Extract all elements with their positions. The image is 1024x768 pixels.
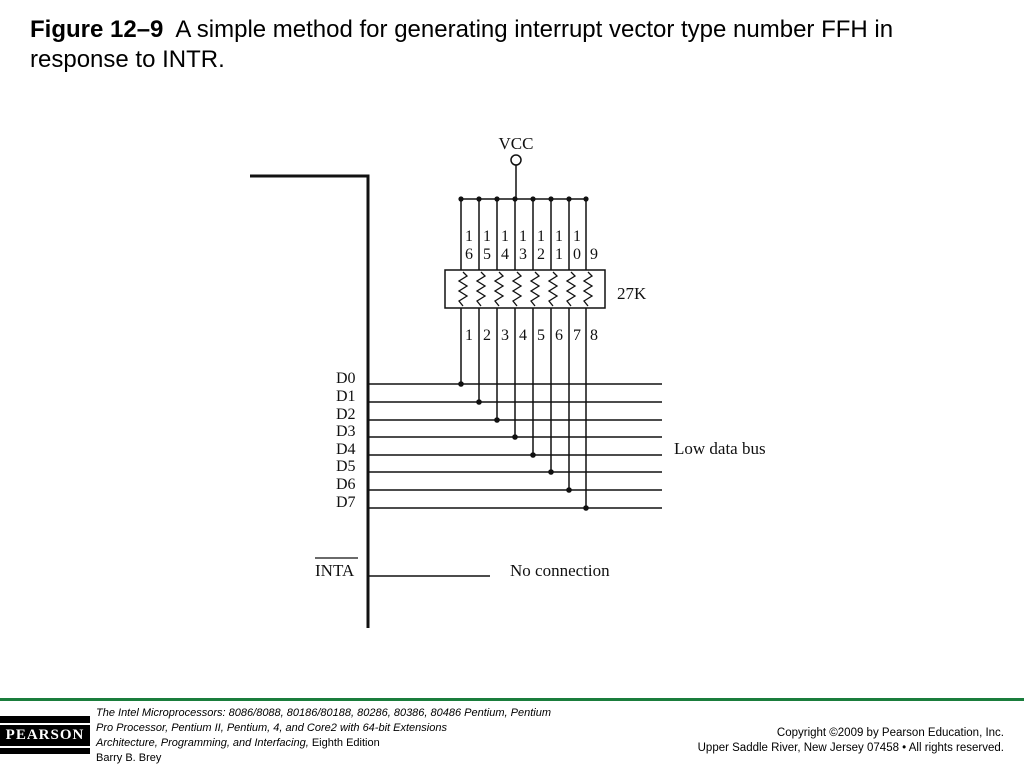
top-pin-number: 1 <box>519 228 527 245</box>
top-pin-number: 5 <box>483 246 491 263</box>
top-pin-number: 1 <box>537 228 545 245</box>
bottom-pin-number: 3 <box>501 327 509 344</box>
rail-junction-dot <box>476 196 482 202</box>
rail-junction-dot <box>583 196 589 202</box>
bottom-pin-number: 8 <box>590 327 598 344</box>
data-line-label: D5 <box>336 458 356 475</box>
book-title: The Intel Microprocessors: <box>96 707 226 719</box>
bottom-pin-number: 4 <box>519 327 527 344</box>
top-pin-number: 1 <box>483 228 491 245</box>
no-connection-label: No connection <box>510 561 610 580</box>
rail-junction-dot <box>494 196 500 202</box>
top-pin-number: 1 <box>573 228 581 245</box>
book-edition: Eighth Edition <box>311 737 380 749</box>
top-pin-number: 0 <box>573 246 581 263</box>
inta-label: INTA <box>315 561 355 580</box>
copyright-line-2: Upper Saddle River, New Jersey 07458 • A… <box>697 742 1004 754</box>
footer-rule <box>0 698 1024 701</box>
resistor-element <box>529 271 541 307</box>
top-pin-number: 1 <box>555 228 563 245</box>
book-models: 8086/8088, 80186/80188, 80286, 80386, 80… <box>96 707 551 734</box>
data-junction-dot <box>566 487 572 493</box>
top-pin-number: 6 <box>465 246 473 263</box>
bottom-pin-number: 1 <box>465 327 473 344</box>
resistor-value-label: 27K <box>617 284 647 303</box>
top-pin-number: 1 <box>501 228 509 245</box>
top-pin-number: 1 <box>465 228 473 245</box>
rail-junction-dot <box>458 196 464 202</box>
book-citation: The Intel Microprocessors: 8086/8088, 80… <box>96 706 566 766</box>
data-junction-dot <box>476 399 482 405</box>
bottom-pin-number: 6 <box>555 327 563 344</box>
top-pin-number: 2 <box>537 246 545 263</box>
pearson-logo: PEARSON <box>0 716 93 754</box>
data-junction-dot <box>458 381 464 387</box>
top-pin-number: 4 <box>501 246 509 263</box>
data-junction-dot <box>512 434 518 440</box>
top-pin-number: 1 <box>555 246 563 263</box>
rail-junction-dot <box>566 196 572 202</box>
figure-caption-text: A simple method for generating interrupt… <box>30 16 894 73</box>
data-line-label: D6 <box>336 476 356 493</box>
data-line-label: D4 <box>336 441 356 458</box>
bottom-pin-number: 7 <box>573 327 581 344</box>
copyright-notice: Copyright ©2009 by Pearson Education, In… <box>698 726 1004 756</box>
data-junction-dot <box>548 469 554 475</box>
top-pin-number: 3 <box>519 246 527 263</box>
book-subtitle: Architecture, Programming, and Interfaci… <box>96 737 309 749</box>
figure-caption: Figure 12–9 A simple method for generati… <box>30 15 990 75</box>
bottom-pin-number: 2 <box>483 327 491 344</box>
book-author: Barry B. Brey <box>96 752 162 764</box>
vcc-label: VCC <box>499 134 534 153</box>
resistor-element <box>511 271 523 307</box>
processor-outline <box>250 174 370 628</box>
rail-junction-dot <box>530 196 536 202</box>
data-junction-dot <box>583 505 589 511</box>
resistor-element <box>582 271 594 307</box>
data-line-label: D2 <box>336 406 356 423</box>
data-line-label: D1 <box>336 388 356 405</box>
resistor-element <box>457 271 469 307</box>
copyright-line-1: Copyright ©2009 by Pearson Education, In… <box>776 727 1004 739</box>
data-junction-dot <box>530 452 536 458</box>
resistor-pack <box>444 269 606 309</box>
data-line-label: D0 <box>336 370 356 387</box>
resistor-element <box>565 271 577 307</box>
resistor-element <box>493 271 505 307</box>
figure-label: Figure 12–9 <box>30 16 164 43</box>
bottom-pin-number: 5 <box>537 327 545 344</box>
data-line-label: D7 <box>336 494 356 511</box>
pearson-logo-text: PEARSON <box>0 722 93 748</box>
resistor-element <box>547 271 559 307</box>
vcc-terminal <box>510 154 522 166</box>
data-junction-dot <box>494 417 500 423</box>
top-pin-number: 9 <box>590 246 598 263</box>
rail-junction-dot <box>548 196 554 202</box>
low-data-bus-label: Low data bus <box>674 439 766 458</box>
rail-junction-dot <box>512 196 518 202</box>
resistor-element <box>475 271 487 307</box>
data-line-label: D3 <box>336 423 356 440</box>
